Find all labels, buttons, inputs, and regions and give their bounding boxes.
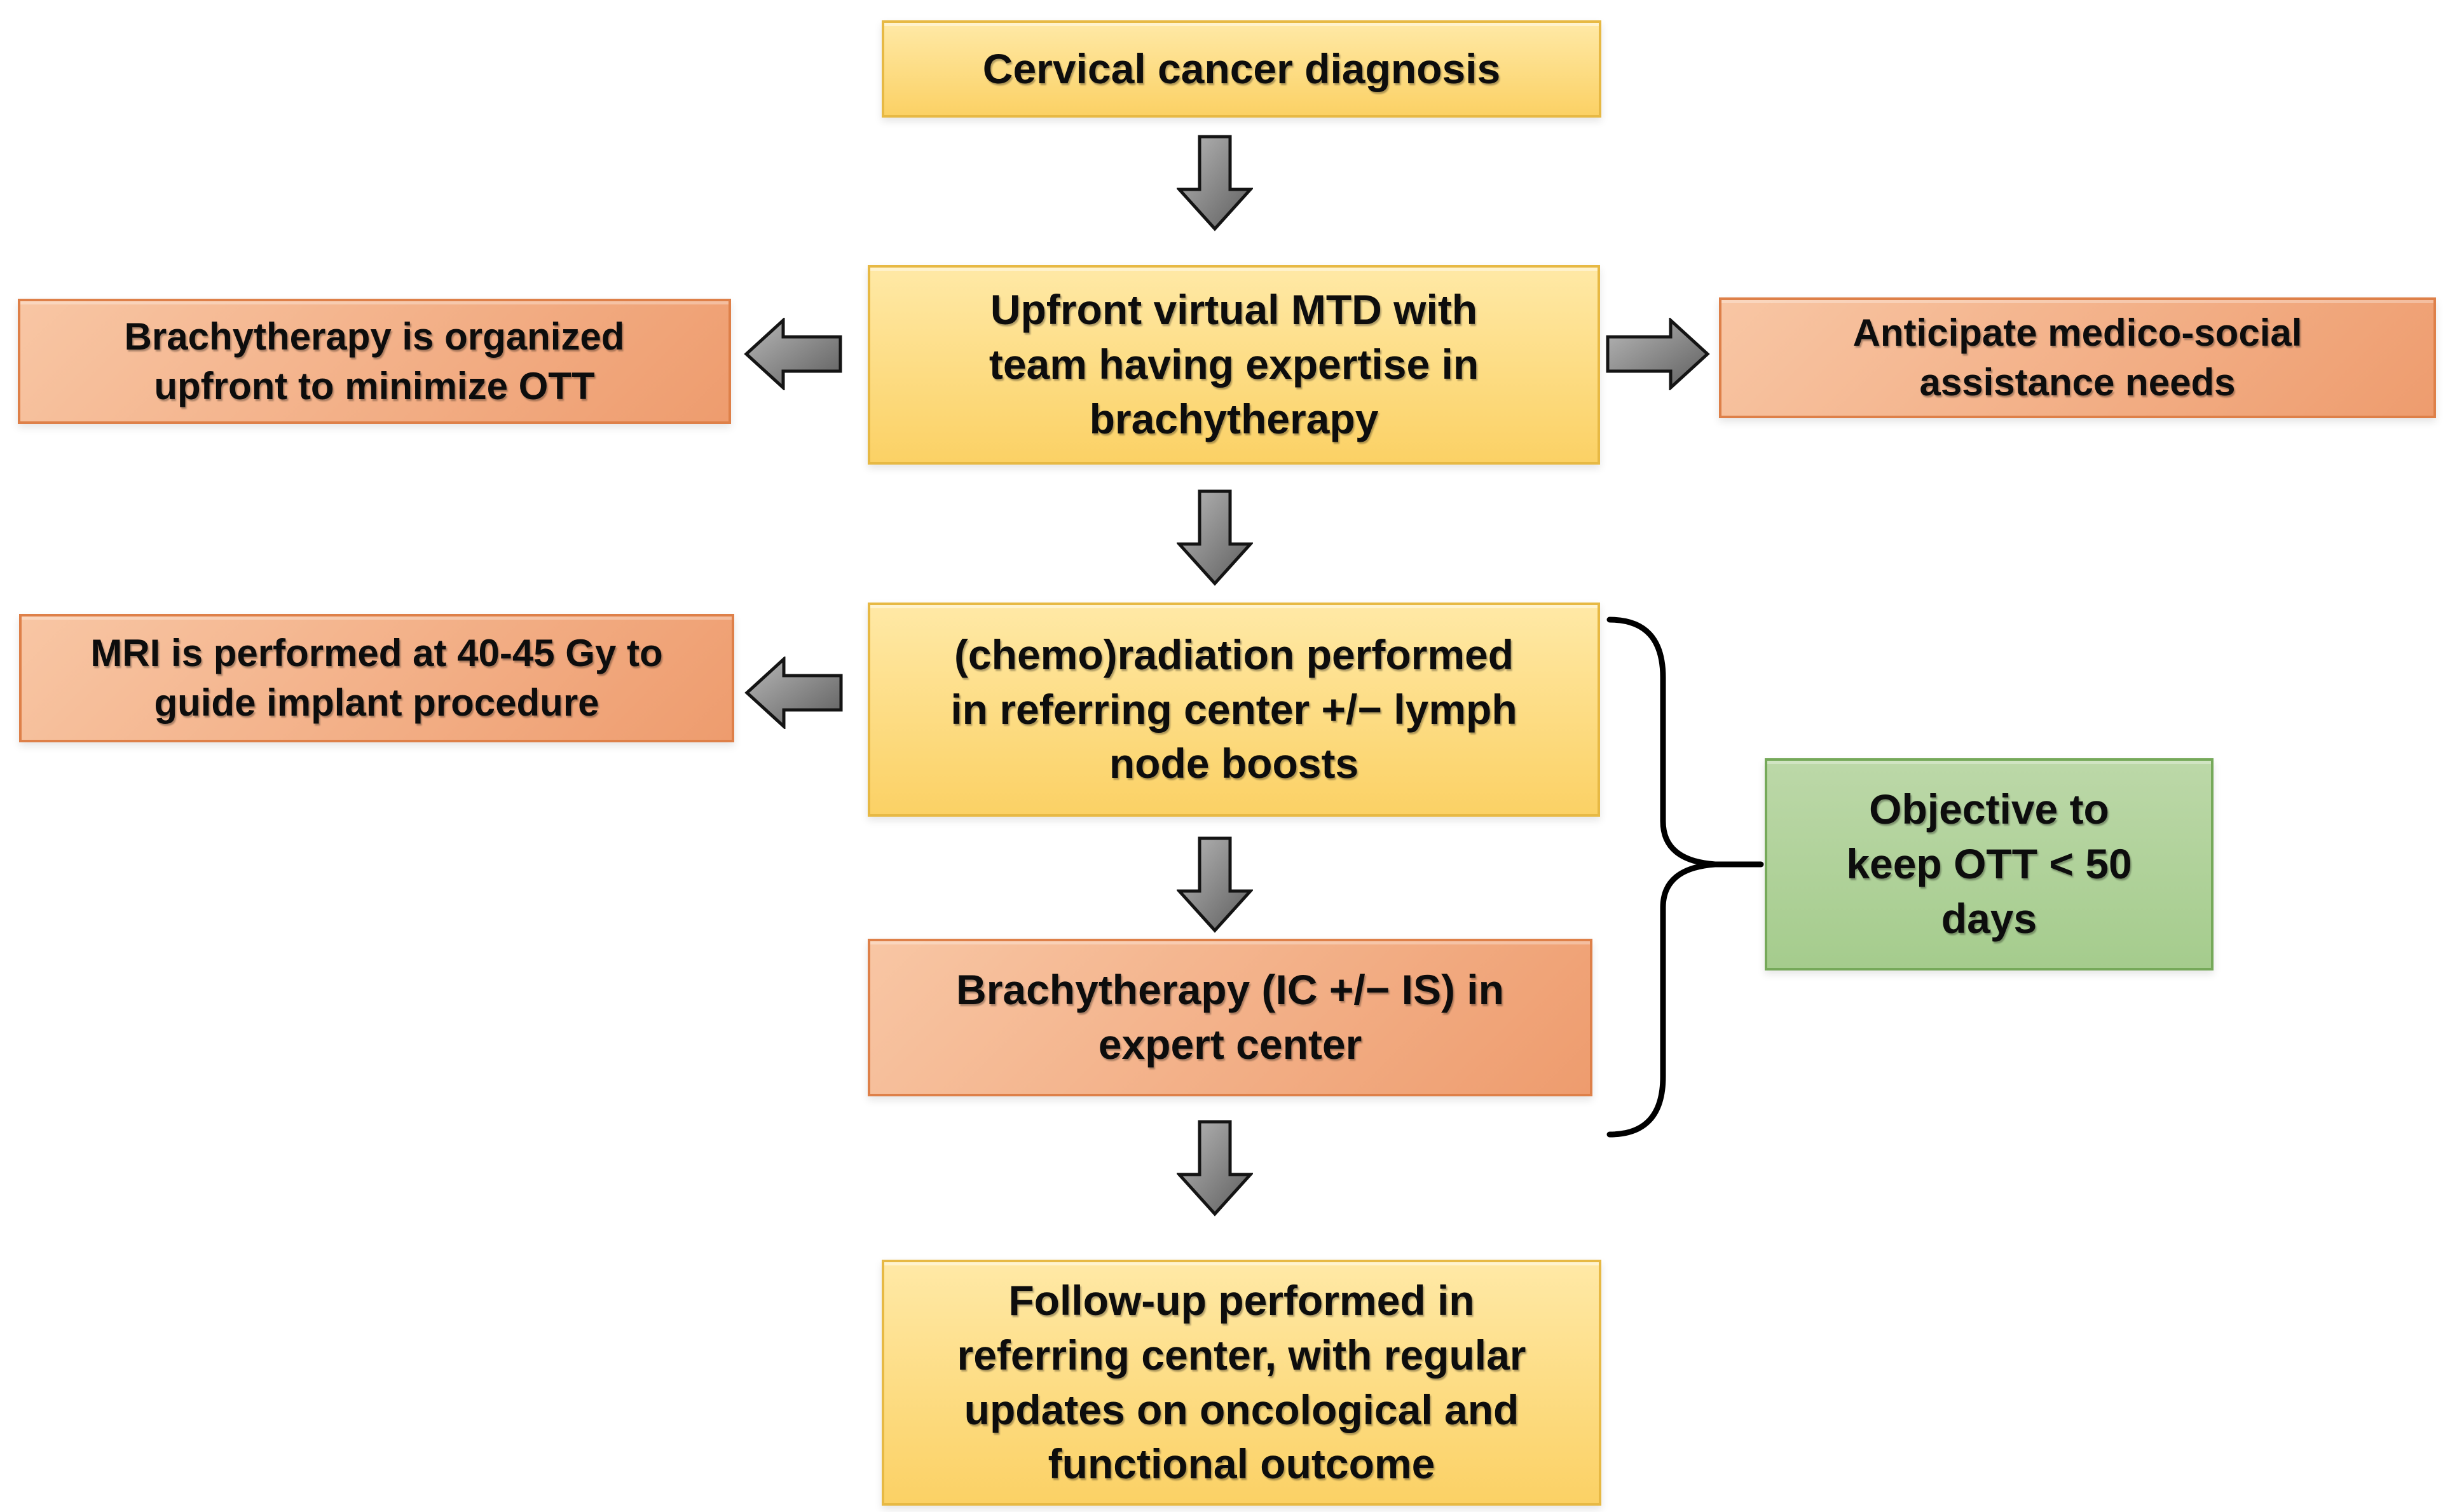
curly-brace-path [1606,616,1716,1138]
node-anticipate-medico-social-label: Anticipate medico-social assistance need… [1852,311,2303,404]
node-objective-ott-label: Objective to keep OTT < 50 days [1846,786,2132,942]
node-objective-ott: Objective to keep OTT < 50 days [1765,758,2214,971]
node-brachytherapy-expert-center: Brachytherapy (IC +/− IS) in expert cent… [868,939,1592,1096]
down-arrow-4 [1177,1120,1253,1216]
node-upfront-virtual-mtd-label: Upfront virtual MTD with team having exp… [989,286,1479,442]
node-upfront-virtual-mtd: Upfront virtual MTD with team having exp… [868,265,1600,465]
down-arrow-1 [1177,135,1253,231]
node-chemoradiation-label: (chemo)radiation performed in referring … [950,630,1517,787]
down-arrow-2 [1177,489,1253,586]
node-cervical-cancer-diagnosis: Cervical cancer diagnosis [882,20,1601,118]
node-anticipate-medico-social: Anticipate medico-social assistance need… [1719,297,2436,418]
node-cervical-cancer-diagnosis-label: Cervical cancer diagnosis [982,44,1501,92]
node-followup-label: Follow-up performed in referring center,… [957,1276,1526,1488]
node-followup: Follow-up performed in referring center,… [882,1260,1601,1506]
node-chemoradiation: (chemo)radiation performed in referring … [868,603,1600,817]
right-arrow-to-medico-social [1606,318,1710,390]
node-brachytherapy-expert-center-label: Brachytherapy (IC +/− IS) in expert cent… [956,966,1504,1068]
node-brachytherapy-organized-upfront-label: Brachytherapy is organized upfront to mi… [124,315,625,407]
node-mri-40-45-gy-label: MRI is performed at 40-45 Gy to guide im… [90,632,663,724]
down-arrow-3 [1177,836,1253,933]
node-brachytherapy-organized-upfront: Brachytherapy is organized upfront to mi… [18,299,731,424]
node-mri-40-45-gy: MRI is performed at 40-45 Gy to guide im… [19,614,734,742]
left-arrow-to-brachytherapy-organized [744,318,842,390]
left-arrow-to-mri [744,657,843,729]
